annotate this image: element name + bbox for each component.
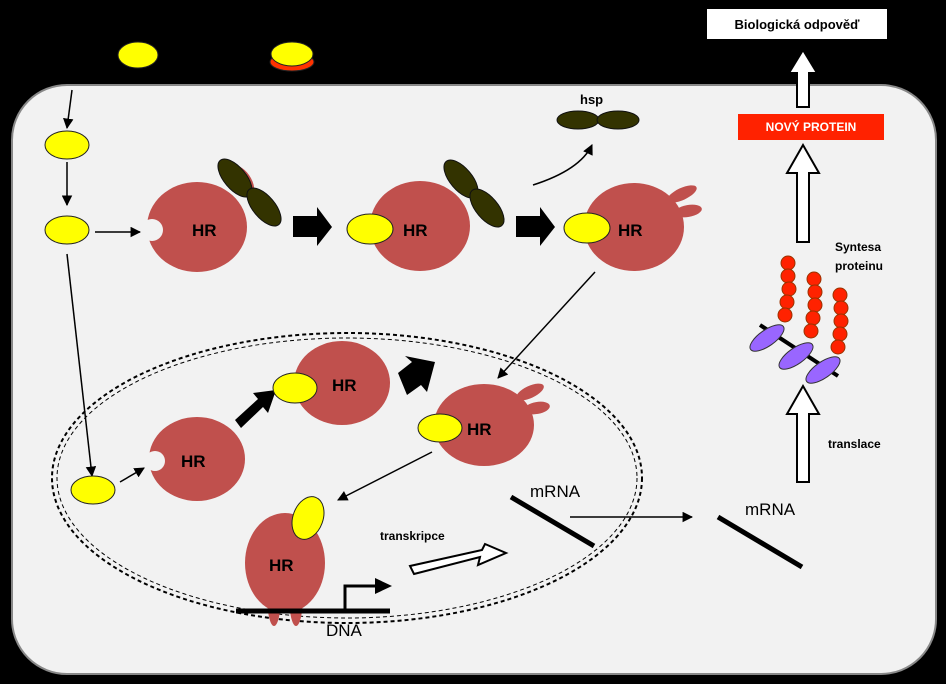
- to-nucleus-activated-arrow: [497, 271, 596, 379]
- hormone-cytoplasm-2: [44, 215, 90, 245]
- receptor-label: HR: [403, 221, 428, 240]
- receptor-label: HR: [467, 420, 492, 439]
- mrna-cytoplasm: [716, 514, 804, 570]
- step-arrow-2: [516, 207, 555, 246]
- mrna-nucleus: [509, 494, 596, 549]
- new-protein-box: NOVÝ PROTEIN: [738, 114, 884, 140]
- receptor-label: HR: [618, 221, 643, 240]
- receptor-label: HR: [192, 221, 217, 240]
- activated-receptor: HR: [563, 183, 702, 271]
- translation-label: translace: [828, 437, 881, 451]
- nuclear-receptor: HR: [145, 417, 245, 501]
- hsp-label: hsp: [580, 92, 603, 107]
- to-dna-arrow: [337, 451, 433, 501]
- transcription-label: transkripce: [380, 529, 445, 543]
- step-arrow-4: [398, 356, 435, 395]
- to-nucleus-arrow: [66, 253, 97, 478]
- receptor-hormone-hsp: HR: [346, 159, 505, 271]
- protein-arrow: [785, 142, 821, 243]
- receptor-label: HR: [269, 556, 294, 575]
- mrna-label-nucleus: mRNA: [530, 482, 581, 501]
- biological-response-box: Biologická odpověď: [707, 9, 887, 39]
- step-arrow-3: [235, 390, 276, 428]
- hormone-cytoplasm-1: [44, 130, 90, 160]
- entry-arrow: [63, 89, 74, 130]
- synthesis-label-line1: Syntesa: [835, 240, 881, 254]
- hormone-nucleus: [70, 475, 116, 505]
- receptor-label: HR: [181, 452, 206, 471]
- hormone-on-carrier: [270, 41, 314, 67]
- polysome: [749, 255, 849, 384]
- hsp-release-arrow: [532, 144, 593, 186]
- nuclear-receptor-bound: HR: [272, 341, 390, 425]
- synthesis-label-line2: proteinu: [835, 259, 883, 273]
- hormone-free: [117, 41, 159, 69]
- to-nuclear-receptor-arrow: [119, 467, 145, 483]
- receptor-with-hsp: HR: [141, 158, 282, 272]
- new-protein-label: NOVÝ PROTEIN: [765, 120, 857, 134]
- receptor-label: HR: [332, 376, 357, 395]
- dna-label: DNA: [326, 621, 363, 640]
- biological-response-label: Biologická odpověď: [734, 16, 860, 32]
- transcription-arrow: [408, 542, 509, 576]
- promoter-arrow: [343, 584, 377, 609]
- hsp-dissociated: hsp: [556, 92, 640, 130]
- response-arrow: [787, 48, 819, 108]
- step-arrow-1: [293, 207, 332, 246]
- translation-arrow: [785, 383, 821, 483]
- mrna-label-cytoplasm: mRNA: [745, 500, 796, 519]
- nuclear-activated-receptor: HR: [417, 383, 550, 466]
- nucleus-envelope: [51, 332, 643, 624]
